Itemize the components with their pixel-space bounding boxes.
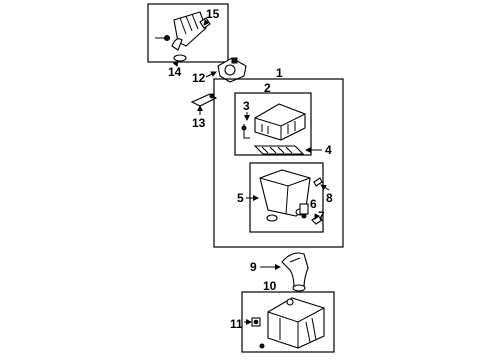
housing-bolt bbox=[313, 177, 323, 187]
filter-element bbox=[253, 145, 305, 155]
callout-8: 8 bbox=[326, 191, 333, 205]
upper-housing-cover bbox=[254, 103, 306, 141]
callout-5: 5 bbox=[237, 191, 244, 205]
intake-hose-box bbox=[147, 3, 229, 63]
resonator-chamber bbox=[267, 297, 325, 349]
airflow-sensor bbox=[217, 57, 247, 83]
callout-11: 11 bbox=[230, 317, 243, 331]
resonator-duct bbox=[281, 252, 309, 292]
resonator-screw bbox=[259, 343, 265, 349]
callout-1: 1 bbox=[276, 66, 283, 80]
callout-13: 13 bbox=[192, 116, 206, 130]
breather-tube bbox=[171, 38, 183, 51]
callout-14: 14 bbox=[168, 65, 182, 79]
callout-15: 15 bbox=[206, 7, 220, 21]
intake-temp-sensor bbox=[299, 203, 309, 219]
callout-3: 3 bbox=[243, 99, 250, 113]
bolt-part bbox=[155, 35, 170, 41]
resonator-box bbox=[241, 291, 335, 353]
lower-housing bbox=[259, 169, 311, 222]
callout-2: 2 bbox=[264, 81, 271, 95]
air-cleaner-assembly-box bbox=[213, 78, 344, 248]
callout-6: 6 bbox=[310, 197, 317, 211]
callout-9: 9 bbox=[250, 260, 257, 274]
bracket-part bbox=[190, 93, 218, 107]
callout-4: 4 bbox=[325, 143, 332, 157]
callout-7: 7 bbox=[318, 209, 325, 223]
callout-12: 12 bbox=[192, 71, 206, 85]
intake-hose bbox=[173, 11, 207, 47]
callout-10: 10 bbox=[263, 279, 277, 293]
upper-housing-box bbox=[234, 92, 312, 156]
resonator-clip bbox=[251, 317, 261, 327]
housing-clip bbox=[241, 124, 250, 139]
hose-clamp-part bbox=[173, 54, 187, 62]
